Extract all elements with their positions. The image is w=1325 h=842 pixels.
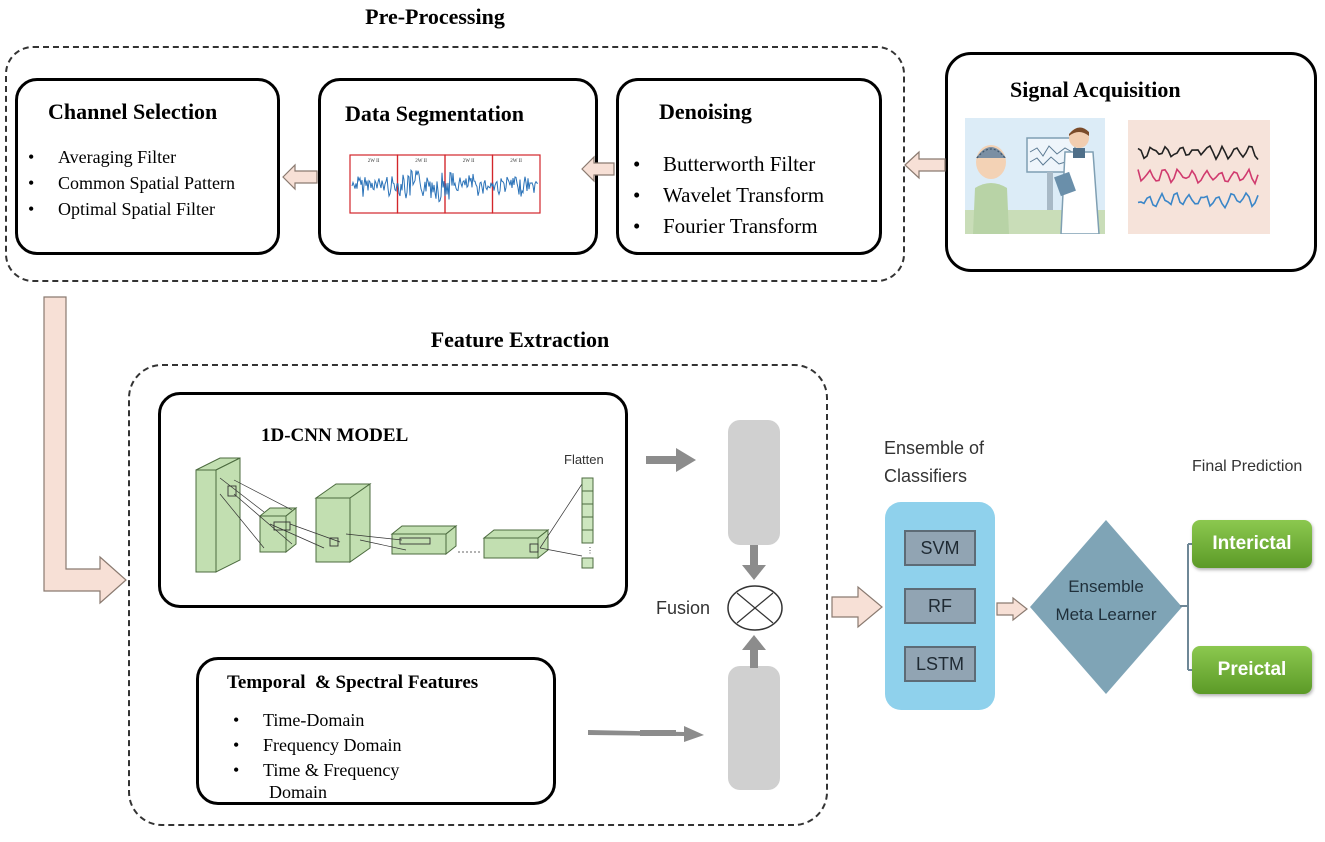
final-prediction-title: Final Prediction [1192, 458, 1303, 475]
arrow-segmentation-to-channel [282, 163, 318, 191]
arrow-classifiers-to-meta [996, 596, 1028, 622]
list-item: Time & Frequency [229, 758, 401, 783]
ensemble-title: Ensemble of Classifiers [884, 434, 984, 490]
feature-extraction-group [128, 364, 828, 826]
classifier-lstm: LSTM [904, 646, 976, 682]
list-item: Time-Domain [229, 708, 401, 733]
feature-extraction-title: Feature Extraction [430, 327, 610, 352]
list-item-continuation: Domain [269, 782, 327, 802]
arrow-fusion-to-classifiers [831, 585, 883, 629]
cnn-model-title: 1D-CNN MODEL [261, 425, 409, 446]
temporal-spectral-title: Temporal & Spectral Features [227, 672, 479, 693]
segment-label: 2W II [510, 159, 522, 164]
output-preictal: Preictal [1192, 646, 1312, 694]
list-item: Fourier Transform [629, 211, 824, 242]
ensemble-title-line2: Classifiers [884, 466, 968, 486]
cnn-feature-vector [728, 420, 780, 545]
preprocessing-title: Pre-Processing [365, 4, 505, 29]
eeg-waves-illustration [1128, 120, 1270, 234]
list-item: Optimal Spatial Filter [24, 196, 235, 222]
denoising-list: Butterworth Filter Wavelet Transform Fou… [629, 149, 824, 242]
eeg-wave [1137, 144, 1259, 162]
patient-doctor-illustration [965, 118, 1105, 234]
channel-selection-list: Averaging Filter Common Spatial Pattern … [24, 144, 235, 222]
ensemble-title-line1: Ensemble of [884, 438, 985, 458]
list-item: Wavelet Transform [629, 180, 824, 211]
channel-selection-title: Channel Selection [48, 99, 218, 124]
arrow-acquisition-to-denoising [904, 150, 946, 180]
denoising-title: Denoising [659, 99, 752, 124]
cnn-architecture-diagram: ⋮ Flatten [195, 452, 604, 573]
list-item: Common Spatial Pattern [24, 170, 235, 196]
segment-label: 2W II [368, 159, 380, 164]
arrow-features-to-bar [588, 726, 704, 742]
classifier-svm: SVM [904, 530, 976, 566]
denoising-box: Denoising Butterworth Filter Wavelet Tra… [616, 78, 882, 255]
segmented-signal-plot: 2W II 2W II 2W II 2W II [349, 154, 541, 214]
data-segmentation-title: Data Segmentation [345, 101, 525, 126]
signal-acquisition-title: Signal Acquisition [1010, 77, 1181, 102]
list-item: Butterworth Filter [629, 149, 824, 180]
cnn-model-box: 1D-CNN MODEL [158, 392, 628, 608]
data-segmentation-box: Data Segmentation [318, 78, 598, 255]
arrow-denoising-to-segmentation [581, 155, 615, 183]
classifier-rf: RF [904, 588, 976, 624]
eeg-wave [1137, 191, 1259, 210]
meta-learner-line1: Ensemble [1068, 577, 1144, 596]
output-interictal: Interictal [1192, 520, 1312, 568]
temporal-spectral-list: Time-Domain Frequency Domain Time & Freq… [229, 708, 401, 783]
preprocessing-group [5, 46, 905, 282]
handcrafted-feature-vector [728, 666, 780, 790]
meta-learner-label: Ensemble Meta Learner [1036, 573, 1176, 629]
eeg-wave [1137, 167, 1259, 186]
svg-text:⋮: ⋮ [586, 546, 594, 555]
flatten-label: Flatten [564, 452, 604, 467]
meta-learner-line2: Meta Learner [1055, 605, 1157, 624]
segment-label: 2W II [415, 159, 427, 164]
list-item: Frequency Domain [229, 733, 401, 758]
meta-learner-diamond [1030, 520, 1182, 694]
segment-label: 2W II [463, 159, 475, 164]
list-item: Averaging Filter [24, 144, 235, 170]
arrow-preprocessing-to-features [43, 296, 127, 605]
fusion-label: Fusion [656, 598, 711, 618]
temporal-spectral-box: Temporal & Spectral Features Time-Domain… [196, 657, 556, 805]
fusion-operator-icon [727, 585, 783, 631]
channel-selection-box: Channel Selection Averaging Filter Commo… [15, 78, 280, 255]
